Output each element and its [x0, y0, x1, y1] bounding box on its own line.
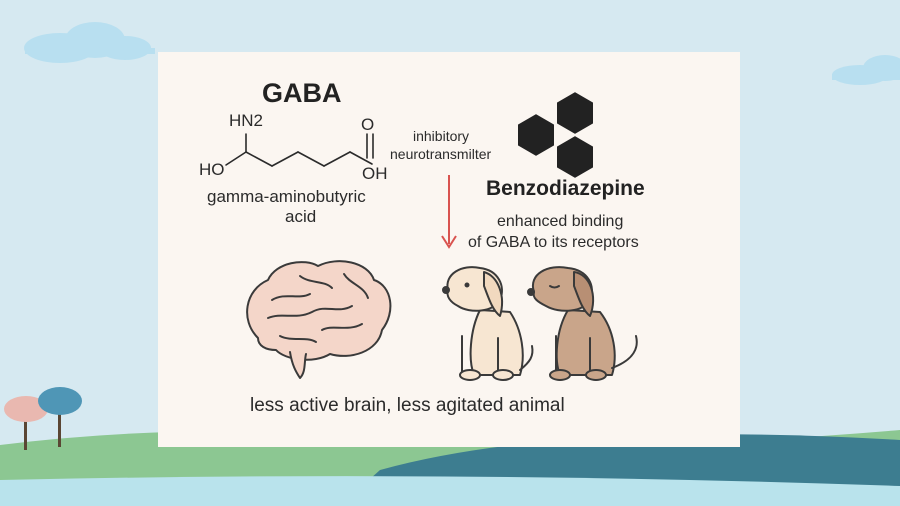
- ground: [0, 430, 900, 506]
- carbonyl-oxygen-label: O: [361, 115, 375, 134]
- cloud-icon-right: [832, 55, 900, 85]
- drug-effect-line1: enhanced binding: [497, 213, 624, 230]
- drug-name: Benzodiazepine: [486, 177, 645, 200]
- cloud-icon: [24, 22, 155, 63]
- drug-effect-line2: of GABA to its receptors: [468, 234, 639, 251]
- gaba-structure: [225, 133, 374, 167]
- role-line2: neurotransmilter: [390, 146, 492, 162]
- puppy-dark-icon: [527, 266, 638, 381]
- down-arrow-icon: [441, 175, 457, 249]
- molecule-full-name-line1: gamma-aminobutyric: [207, 187, 366, 206]
- brain-icon: [246, 260, 392, 379]
- role-line1: inhibitory: [413, 128, 470, 144]
- tree-icon: [4, 387, 82, 450]
- amine-group-label: HN2: [229, 111, 264, 130]
- molecule-full-name-line2: acid: [285, 207, 317, 226]
- molecule-title: GABA: [262, 78, 342, 108]
- diagram-caption: less active brain, less agitated animal: [250, 395, 565, 416]
- hydroxyl-left-label: HO: [199, 160, 225, 179]
- puppy-light-icon: [442, 266, 534, 381]
- diagram-card: [158, 52, 740, 447]
- hexagon-cluster-icon: [516, 89, 595, 181]
- hydroxyl-right-label: OH: [362, 164, 388, 183]
